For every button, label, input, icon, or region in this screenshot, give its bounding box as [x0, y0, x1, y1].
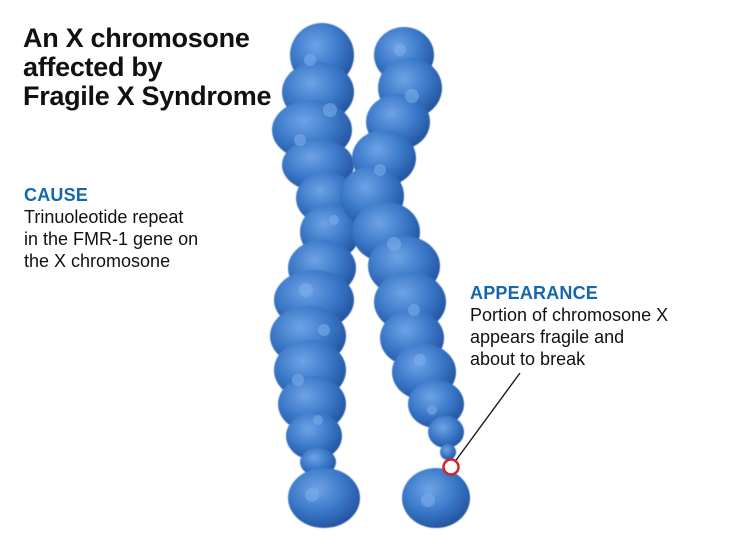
cause-line-3: the X chromosone [24, 251, 171, 271]
title-line-2: affected by [23, 52, 163, 82]
right-chromatid [340, 27, 470, 528]
cause-callout: CAUSE Trinuoleotide repeat in the FMR-1 … [24, 184, 284, 272]
left-chromatid [270, 23, 360, 528]
title-line-1: An X chromosone [23, 23, 250, 53]
appearance-heading: APPEARANCE [470, 283, 599, 303]
appearance-line-3: about to break [470, 349, 586, 369]
cause-description: Trinuoleotide repeat in the FMR-1 gene o… [24, 206, 284, 272]
diagram-title: An X chromosone affected by Fragile X Sy… [23, 24, 323, 111]
title-line-3: Fragile X Syndrome [23, 81, 272, 111]
cause-line-1: Trinuoleotide repeat [24, 207, 184, 227]
cause-heading: CAUSE [24, 185, 89, 205]
cause-line-2: in the FMR-1 gene on [24, 229, 199, 249]
pointer-line [450, 372, 521, 468]
appearance-line-1: Portion of chromosone X [470, 305, 669, 325]
appearance-description: Portion of chromosone X appears fragile … [470, 304, 725, 370]
appearance-callout: APPEARANCE Portion of chromosone X appea… [470, 282, 725, 370]
appearance-line-2: appears fragile and [470, 327, 625, 347]
circle-marker-icon [442, 458, 460, 476]
chromosome-texture [292, 44, 437, 507]
